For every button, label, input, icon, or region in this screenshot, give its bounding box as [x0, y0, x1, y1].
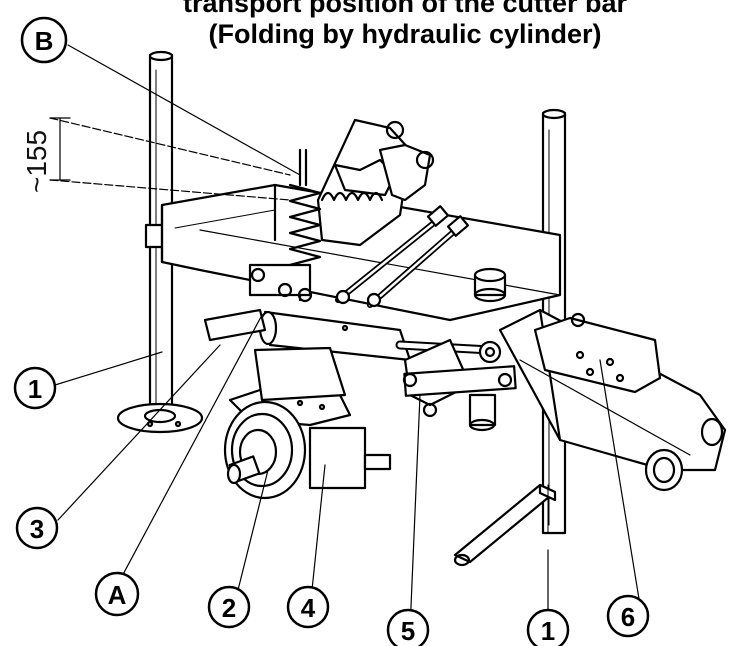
callout-label-4: 4 [301, 593, 316, 623]
center-plates [203, 263, 352, 427]
callout-circle-b [20, 16, 68, 64]
beam-knob [473, 267, 507, 303]
title-line-1: transport position of the cutter bar [182, 0, 627, 18]
upper-bracket [316, 118, 435, 247]
dimension-label: ~155 [21, 130, 52, 193]
callout-label-1-left: 1 [28, 374, 42, 404]
callout-label-3: 3 [30, 514, 44, 544]
dimension-lines [49, 117, 291, 201]
callout-circle-5 [386, 608, 430, 646]
callout-label-b: B [35, 26, 54, 56]
callout-circle-2 [207, 585, 251, 629]
callout-circle-a [94, 571, 140, 617]
callout-circle-3 [15, 506, 59, 550]
callout-circle-6 [606, 594, 650, 638]
lower-foot-bar [453, 483, 557, 567]
pivot-yoke [402, 338, 517, 432]
callout-circle-1-left [13, 366, 57, 410]
title-line-2: (Folding by hydraulic cylinder) [208, 19, 602, 49]
callout-circle-1-right [526, 608, 570, 646]
leader-lines [54, 44, 641, 631]
callout-label-6: 6 [621, 602, 635, 632]
callout-label-2: 2 [222, 593, 236, 623]
callout-label-1-right: 1 [541, 616, 555, 646]
callout-label-a: A [108, 580, 127, 610]
hydraulic-hoses [335, 205, 470, 308]
pulley-gearbox [223, 400, 392, 500]
mount-plate [533, 312, 662, 394]
callout-label-5: 5 [401, 616, 415, 646]
callout-circle-4 [286, 585, 330, 629]
